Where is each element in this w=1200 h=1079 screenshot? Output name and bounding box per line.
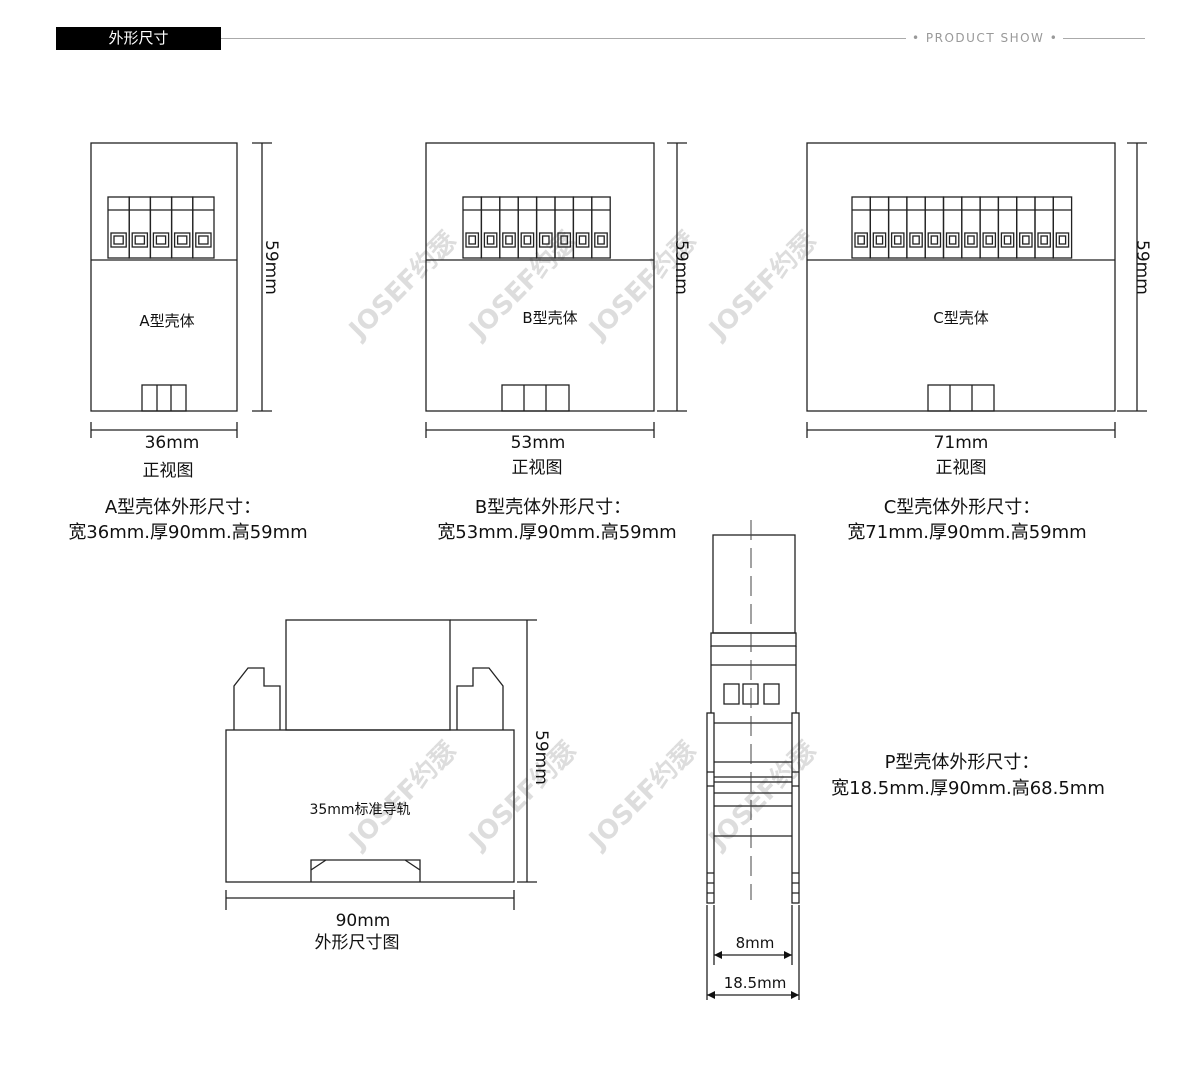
height-label: 59mm (261, 240, 281, 295)
height-label: 59mm (1132, 240, 1152, 295)
side-view: 59mm 35mm标准导轨 90mm 外形尺寸图 (225, 619, 551, 953)
view-a: 59mm A型壳体 36mm 正视图 A型壳体外形尺寸： 宽36mm.厚90mm… (68, 142, 308, 543)
divider (1063, 38, 1145, 39)
caption-title: B型壳体外形尺寸： (475, 497, 631, 518)
width-label: 71mm (934, 433, 989, 453)
watermark: JOSEF约瑟 (702, 225, 823, 346)
view-label: 正视图 (512, 458, 563, 478)
view-b: 59mm B型壳体 53mm 正视图 B型壳体外形尺寸： 宽53mm.厚90mm… (425, 142, 691, 543)
view-label: 外形尺寸图 (315, 933, 400, 953)
caption-title: C型壳体外形尺寸： (884, 497, 1041, 518)
inner-width-label: 8mm (736, 934, 775, 952)
watermark: JOSEF约瑟 (702, 735, 823, 856)
view-label: 正视图 (936, 458, 987, 478)
watermark: JOSEF约瑟 (342, 225, 463, 346)
view-p: 8mm 18.5mm P型壳体外形尺寸： 宽18.5mm.厚90mm.高68.5… (706, 520, 1105, 1000)
caption-dims: 宽71mm.厚90mm.高59mm (847, 522, 1086, 543)
caption-dims: 宽18.5mm.厚90mm.高68.5mm (831, 778, 1105, 799)
product-show-label: • PRODUCT SHOW • (912, 31, 1059, 45)
width-label: 36mm (145, 433, 200, 453)
watermark: JOSEF约瑟 (342, 735, 463, 856)
watermark: JOSEF约瑟 (582, 735, 703, 856)
height-label: 59mm (531, 730, 551, 785)
width-label: 90mm (336, 911, 391, 931)
width-label: 53mm (511, 433, 566, 453)
view-label: 正视图 (143, 461, 194, 481)
shell-label: C型壳体 (933, 309, 988, 327)
terminal-block (851, 196, 1073, 259)
shell-label: B型壳体 (522, 309, 577, 327)
section-title: 外形尺寸 (56, 27, 221, 50)
rail-label: 35mm标准导轨 (309, 802, 410, 818)
watermark: JOSEF约瑟 (462, 735, 583, 856)
outer-width-label: 18.5mm (724, 974, 787, 992)
height-label: 59mm (671, 240, 691, 295)
caption-dims: 宽53mm.厚90mm.高59mm (437, 522, 676, 543)
terminal-block (462, 196, 611, 259)
terminal-block (107, 196, 215, 259)
caption-dims: 宽36mm.厚90mm.高59mm (68, 522, 307, 543)
view-c: 59mm C型壳体 71mm 正视图 C型壳体外形尺寸： 宽71mm.厚90mm… (806, 142, 1152, 543)
shell-label: A型壳体 (139, 312, 194, 330)
caption-title: P型壳体外形尺寸： (885, 752, 1040, 773)
caption-title: A型壳体外形尺寸： (105, 497, 261, 518)
divider (221, 38, 906, 39)
